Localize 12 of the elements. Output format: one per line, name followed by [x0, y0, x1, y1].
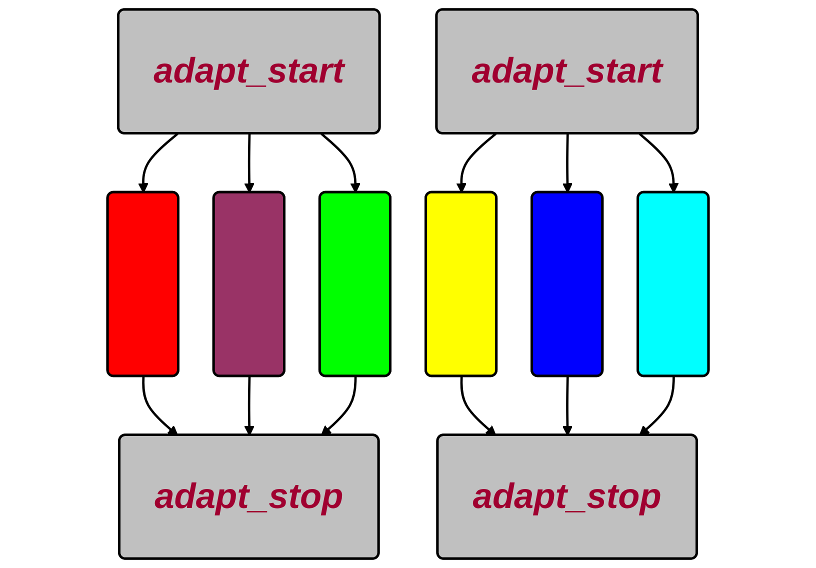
arrow	[142, 376, 178, 436]
arrow	[320, 132, 361, 194]
arrow	[638, 132, 679, 194]
arrow	[456, 132, 497, 194]
arrow	[320, 376, 357, 436]
arrow	[562, 134, 573, 194]
arrow	[460, 376, 496, 436]
arrow	[639, 376, 675, 436]
arrow	[244, 376, 254, 436]
arrow	[138, 132, 178, 194]
arrow	[244, 134, 254, 194]
arrow	[562, 376, 573, 436]
